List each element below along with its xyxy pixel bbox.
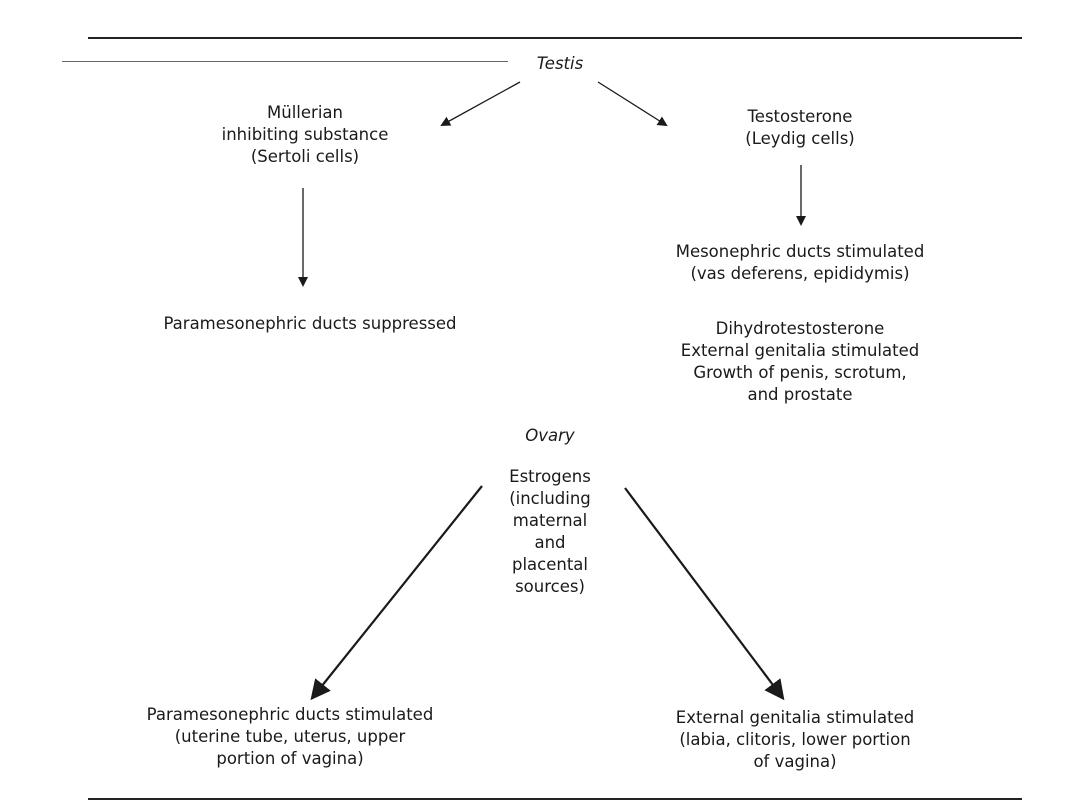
dht-line: External genitalia stimulated — [680, 341, 920, 360]
dht-line: Dihydrotestosterone — [715, 319, 885, 338]
estrogens-line: sources) — [515, 577, 585, 596]
mesonephric-line: (vas deferens, epididymis) — [690, 264, 910, 283]
estrogens-line: and — [534, 533, 566, 552]
dht-line: and prostate — [747, 385, 853, 404]
external-genitalia-line: (labia, clitoris, lower portion — [679, 730, 911, 749]
paramesonephric-stimulated-line: Paramesonephric ducts stimulated — [146, 705, 434, 724]
arrow-estrogens-to-paramesonephric — [310, 485, 483, 701]
mis-line: Müllerian — [267, 103, 343, 122]
estrogens-line: placental — [511, 555, 588, 574]
mis-node: Müllerian inhibiting substance (Sertoli … — [200, 102, 410, 168]
estrogens-line: (including — [509, 489, 591, 508]
estrogens-line: Estrogens — [509, 467, 591, 486]
paramesonephric-stimulated-line: portion of vagina) — [216, 749, 364, 768]
testis-label: Testis — [536, 54, 584, 73]
mesonephric-line: Mesonephric ducts stimulated — [675, 242, 925, 261]
testosterone-line: (Leydig cells) — [745, 129, 855, 148]
external-genitalia-line: External genitalia stimulated — [675, 708, 915, 727]
paramesonephric-suppressed-node: Paramesonephric ducts suppressed — [140, 313, 480, 335]
paramesonephric-stimulated-node: Paramesonephric ducts stimulated (uterin… — [130, 704, 450, 770]
top-rule — [88, 37, 1022, 39]
external-genitalia-female-node: External genitalia stimulated (labia, cl… — [640, 707, 950, 773]
arrow-estrogens-to-external-genitalia — [624, 487, 785, 701]
ovary-label: Ovary — [525, 426, 575, 445]
mis-line: inhibiting substance — [221, 125, 389, 144]
estrogens-line: maternal — [512, 511, 588, 530]
testosterone-line: Testosterone — [747, 107, 853, 126]
external-genitalia-line: of vagina) — [753, 752, 837, 771]
arrow-testis-to-testosterone — [597, 81, 668, 127]
mis-line: (Sertoli cells) — [250, 147, 360, 166]
top-short-rule — [62, 61, 508, 62]
arrow-testis-to-mis — [440, 81, 521, 126]
mesonephric-stimulated-node: Mesonephric ducts stimulated (vas defere… — [645, 241, 955, 285]
dht-node: Dihydrotestosterone External genitalia s… — [645, 318, 955, 406]
testosterone-node: Testosterone (Leydig cells) — [700, 106, 900, 150]
dht-line: Growth of penis, scrotum, — [693, 363, 907, 382]
paramesonephric-suppressed-line: Paramesonephric ducts suppressed — [163, 314, 457, 333]
estrogens-node: Estrogens (including maternal and placen… — [490, 466, 610, 598]
bottom-rule — [88, 798, 1022, 800]
paramesonephric-stimulated-line: (uterine tube, uterus, upper — [174, 727, 406, 746]
